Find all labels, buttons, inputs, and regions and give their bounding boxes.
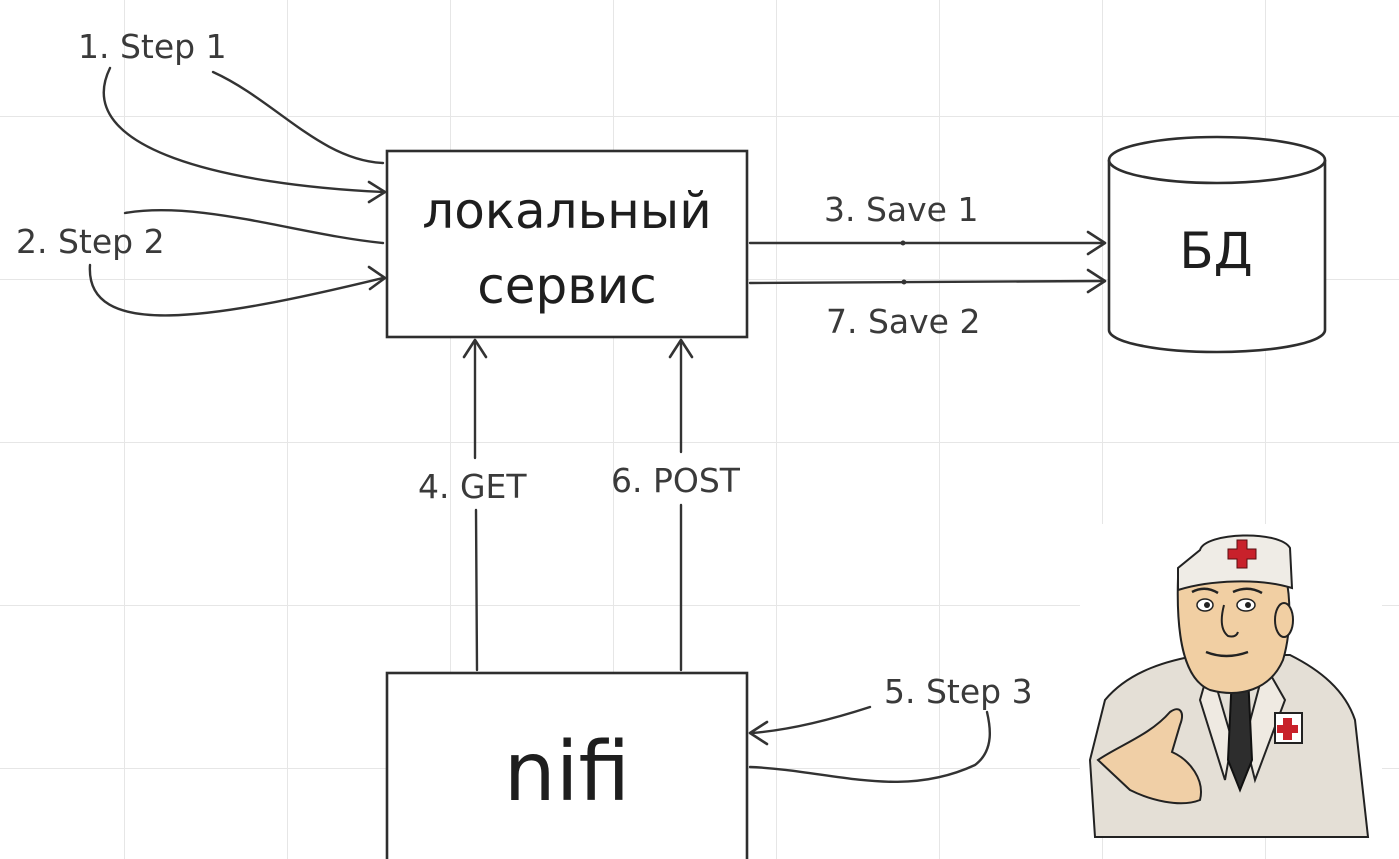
node-nifi-label: nifi [504, 725, 630, 820]
node-database[interactable] [1107, 135, 1327, 354]
edge-label-step1: 1. Step 1 [78, 27, 227, 66]
edge-get-lower[interactable] [474, 508, 479, 672]
arrowhead-post [668, 338, 694, 359]
edge-label-save1: 3. Save 1 [824, 190, 978, 229]
edge-save2[interactable] [748, 279, 1104, 285]
doctor-handshake-image [1080, 524, 1382, 838]
arrowhead-save2 [1086, 268, 1107, 294]
node-local-service[interactable] [385, 149, 749, 339]
edge-label-step3: 5. Step 3 [884, 672, 1033, 711]
arrowhead-step3 [748, 720, 769, 746]
edge-label-get: 4. GET [418, 467, 527, 506]
edge-step2-out[interactable] [123, 208, 385, 245]
arrowhead-get [462, 338, 488, 359]
edge-label-post: 6. POST [611, 461, 741, 500]
arrowhead-save1 [1086, 230, 1107, 256]
edge-step1-in[interactable] [102, 66, 385, 194]
node-nifi[interactable] [385, 671, 749, 859]
edge-save1-midpoint [900, 240, 906, 246]
edge-step2-in[interactable] [88, 263, 385, 317]
edge-step3-in[interactable] [750, 705, 872, 735]
edge-step1-out[interactable] [211, 70, 385, 165]
edge-label-step2: 2. Step 2 [16, 222, 165, 261]
edge-label-save2: 7. Save 2 [826, 302, 980, 341]
arrowhead-step2 [367, 265, 387, 291]
edge-save2-midpoint [901, 279, 907, 285]
arrowhead-step1 [367, 180, 387, 204]
node-local-service-line2: сервис [477, 257, 656, 315]
node-database-label: БД [1179, 222, 1252, 280]
edge-step3-out[interactable] [748, 710, 991, 784]
node-local-service-line1: локальный [422, 182, 711, 240]
